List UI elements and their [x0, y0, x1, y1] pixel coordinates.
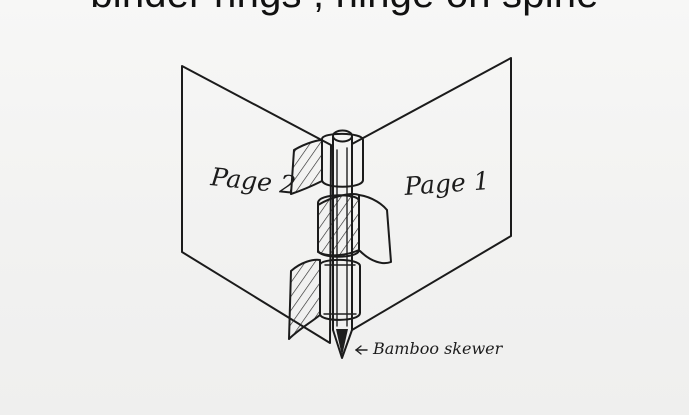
arrow-to-skewer [355, 345, 368, 355]
middle-binding-ring [317, 193, 392, 265]
left-page-label: Page 2 [208, 162, 297, 200]
lower-binding-ring [288, 258, 361, 340]
right-page [351, 57, 512, 331]
skewer-label: Bamboo skewer [372, 339, 504, 358]
upper-binding-ring [290, 132, 364, 195]
left-page [181, 65, 332, 344]
top-caption: binder rings , hinge on spine [0, 0, 689, 17]
right-page-label: Page 1 [402, 166, 490, 201]
